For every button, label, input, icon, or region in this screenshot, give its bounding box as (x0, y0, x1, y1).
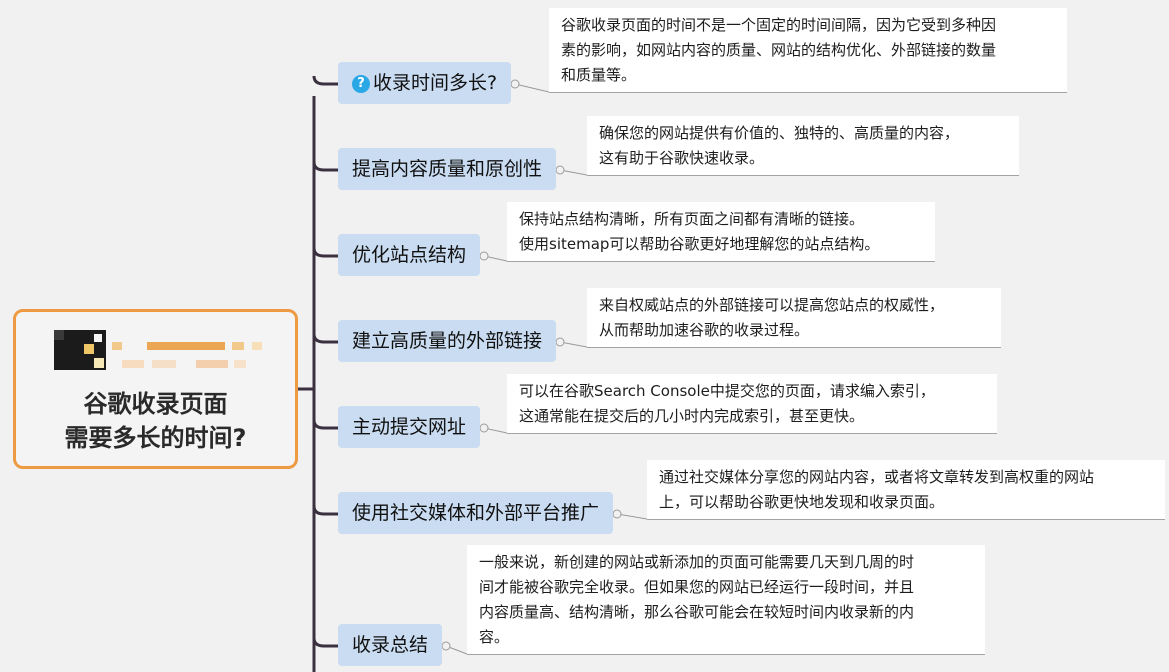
note-line: 一般来说，新创建的网站或新添加的页面可能需要几天到几周的时 (479, 553, 915, 571)
note-line: 谷歌收录页面的时间不是一个固定的时间间隔，因为它受到多种因 (561, 16, 997, 34)
note-line: 上，可以帮助谷歌更快地发现和收录页面。 (659, 493, 945, 511)
topic-label: 提高内容质量和原创性 (352, 158, 543, 180)
branch-line (312, 333, 338, 344)
note-line: 使用sitemap可以帮助谷歌更好地理解您的站点结构。 (519, 235, 880, 253)
note-line: 和质量等。 (561, 66, 637, 84)
branch-line (312, 75, 338, 86)
note-5: 通过社交媒体分享您的网站内容，或者将文章转发到高权重的网站 上，可以帮助谷歌更快… (647, 460, 1165, 519)
topic-2[interactable]: 优化站点结构 (338, 234, 481, 276)
blurred-watermark-line2 (112, 360, 272, 368)
note-line: 通过社交媒体分享您的网站内容，或者将文章转发到高权重的网站 (659, 468, 1095, 486)
topic-4[interactable]: 主动提交网址 (338, 406, 481, 448)
root-title-line2: 需要多长的时间? (64, 424, 247, 452)
branch-line (312, 161, 338, 172)
topic-1[interactable]: 提高内容质量和原创性 (338, 148, 557, 190)
note-line: 内容质量高、结构清晰，那么谷歌可能会在较短时间内收录新的内 (479, 603, 915, 621)
note-0: 谷歌收录页面的时间不是一个固定的时间间隔，因为它受到多种因 素的影响，如网站内容… (549, 8, 1067, 92)
topic-5[interactable]: 使用社交媒体和外部平台推广 (338, 492, 614, 534)
note-line: 容。 (479, 628, 510, 646)
note-line: 从而帮助加速谷歌的收录过程。 (599, 321, 810, 339)
collapse-dot (479, 423, 489, 433)
branch-line (312, 247, 338, 258)
collapse-dot (612, 509, 622, 519)
note-line: 这通常能在提交后的几小时内完成索引，甚至更快。 (519, 407, 865, 425)
collapse-dot (510, 79, 520, 89)
note-line: 这有助于谷歌快速收录。 (599, 149, 765, 167)
note-line: 间才能被谷歌完全收录。但如果您的网站已经运行一段时间，并且 (479, 578, 915, 596)
question-icon: ? (352, 75, 370, 93)
note-line: 保持站点结构清晰，所有页面之间都有清晰的链接。 (519, 210, 865, 228)
note-line: 确保您的网站提供有价值的、独特的、高质量的内容， (599, 124, 960, 142)
root-node[interactable]: 谷歌收录页面 需要多长的时间? (13, 309, 298, 469)
note-line: 素的影响，如网站内容的质量、网站的结构优化、外部链接的数量 (561, 41, 997, 59)
blurred-watermark-line1 (112, 342, 272, 350)
note-6: 一般来说，新创建的网站或新添加的页面可能需要几天到几周的时 间才能被谷歌完全收录… (467, 545, 985, 654)
note-link-line (514, 83, 550, 93)
topic-3[interactable]: 建立高质量的外部链接 (338, 320, 557, 362)
topic-0[interactable]: ?收录时间多长? (338, 62, 512, 104)
topic-label: 收录总结 (352, 634, 429, 656)
branch-line (312, 419, 338, 430)
branch-line (312, 505, 338, 516)
collapse-dot (479, 251, 489, 261)
root-title-line1: 谷歌收录页面 (83, 390, 228, 418)
topic-label: 使用社交媒体和外部平台推广 (352, 502, 600, 524)
topic-label: 建立高质量的外部链接 (352, 330, 543, 352)
topic-label: 收录时间多长? (373, 72, 498, 94)
topic-6[interactable]: 收录总结 (338, 624, 443, 666)
topic-label: 优化站点结构 (352, 244, 467, 266)
note-4: 可以在谷歌Search Console中提交您的页面，请求编入索引， 这通常能在… (507, 374, 997, 433)
note-link-line (559, 169, 588, 176)
branch-line (312, 637, 338, 648)
collapse-dot (441, 641, 451, 651)
collapse-dot (555, 337, 565, 347)
collapse-dot (555, 165, 565, 175)
note-link-line (559, 341, 588, 348)
note-3: 来自权威站点的外部链接可以提高您站点的权威性， 从而帮助加速谷歌的收录过程。 (587, 288, 1001, 347)
note-1: 确保您的网站提供有价值的、独特的、高质量的内容， 这有助于谷歌快速收录。 (587, 116, 1019, 175)
note-line: 可以在谷歌Search Console中提交您的页面，请求编入索引， (519, 382, 935, 400)
note-line: 来自权威站点的外部链接可以提高您站点的权威性， (599, 296, 945, 314)
note-2: 保持站点结构清晰，所有页面之间都有清晰的链接。 使用sitemap可以帮助谷歌更… (507, 202, 935, 261)
note-link-line (616, 513, 648, 520)
topic-label: 主动提交网址 (352, 416, 467, 438)
logo-image (54, 330, 106, 370)
